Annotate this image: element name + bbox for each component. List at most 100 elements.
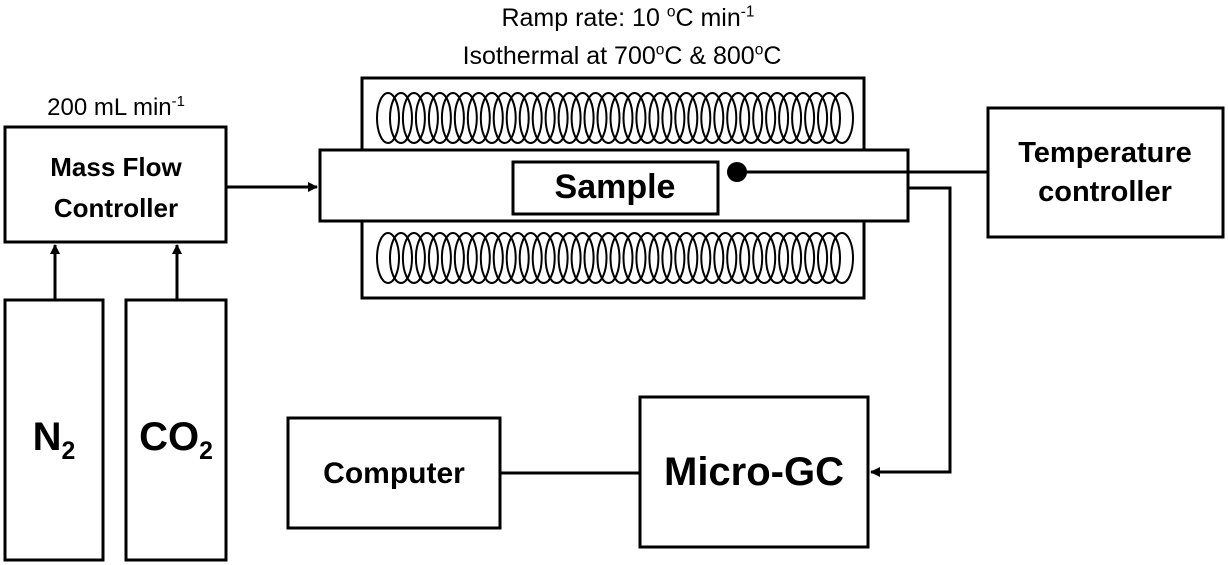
coil-loop bbox=[557, 92, 582, 144]
coil-loop bbox=[700, 232, 725, 284]
coil-loop bbox=[505, 92, 530, 144]
coil-loop bbox=[583, 92, 608, 144]
coil-loop bbox=[583, 232, 608, 284]
coil-loop bbox=[700, 92, 725, 144]
temperature-controller-label-line2: controller bbox=[1038, 176, 1172, 208]
coil-loop bbox=[440, 232, 465, 284]
coil-loop bbox=[427, 232, 452, 284]
coil-loop bbox=[557, 232, 582, 284]
coil-loop bbox=[791, 92, 816, 144]
heating-coil-top bbox=[376, 92, 854, 144]
coil-loop bbox=[648, 232, 673, 284]
coil-loop bbox=[570, 232, 595, 284]
coil-loop bbox=[466, 232, 491, 284]
temperature-controller-label-line1: Temperature bbox=[1018, 137, 1192, 169]
coil-loop bbox=[531, 232, 556, 284]
coil-loop bbox=[791, 232, 816, 284]
flow-rate-text: 200 mL min bbox=[47, 94, 172, 121]
n2-label-main: N bbox=[32, 415, 62, 459]
coil-loop bbox=[492, 232, 517, 284]
coil-loop bbox=[713, 232, 738, 284]
coil-loop bbox=[687, 92, 712, 144]
mass-flow-controller-label-line1: Mass Flow bbox=[50, 152, 182, 182]
coil-loop bbox=[817, 232, 841, 284]
coil-loop bbox=[453, 92, 478, 144]
heating-coil-bottom bbox=[376, 232, 854, 284]
coil-loop bbox=[440, 92, 465, 144]
coil-loop bbox=[752, 92, 777, 144]
coil-loop bbox=[830, 232, 854, 284]
coil-loop bbox=[401, 232, 426, 284]
coil-loop bbox=[401, 92, 426, 144]
coil-loop bbox=[622, 92, 647, 144]
coil-loop bbox=[479, 92, 504, 144]
coil-loop bbox=[505, 232, 530, 284]
coil-loop bbox=[648, 92, 673, 144]
coil-loop bbox=[376, 92, 400, 144]
coil-loop bbox=[830, 92, 854, 144]
isothermal-text-1: Isothermal at 700 bbox=[462, 42, 656, 70]
sample-label: Sample bbox=[554, 168, 676, 206]
coil-loop bbox=[453, 232, 478, 284]
coil-loop bbox=[531, 92, 556, 144]
coil-loop bbox=[414, 232, 439, 284]
coil-loop bbox=[804, 232, 829, 284]
coil-loop bbox=[713, 92, 738, 144]
coil-loop bbox=[726, 92, 751, 144]
coil-loop bbox=[635, 92, 660, 144]
n2-label-subscript: 2 bbox=[61, 438, 76, 465]
ramp-rate-text: Ramp rate: 10 bbox=[501, 4, 660, 32]
coil-loop bbox=[752, 232, 777, 284]
coil-loop bbox=[661, 232, 686, 284]
coil-loop bbox=[765, 232, 790, 284]
co2-cylinder-label: CO2 bbox=[139, 415, 213, 464]
coil-loop bbox=[765, 92, 790, 144]
coil-loop bbox=[389, 92, 413, 144]
coil-loop bbox=[687, 232, 712, 284]
mass-flow-controller-box bbox=[3, 125, 228, 244]
sample-box bbox=[511, 160, 720, 216]
coil-loop bbox=[739, 92, 764, 144]
ramp-rate-unit: C min bbox=[675, 4, 741, 32]
flow-rate-exponent: -1 bbox=[171, 94, 185, 110]
coil-loop bbox=[518, 92, 543, 144]
coil-loop bbox=[817, 92, 841, 144]
coil-loop bbox=[622, 232, 647, 284]
coil-loop bbox=[479, 232, 504, 284]
computer-label: Computer bbox=[323, 457, 465, 490]
temperature-controller-box bbox=[986, 106, 1225, 239]
mass-flow-controller-label-line2: Controller bbox=[53, 193, 179, 223]
coil-loop bbox=[596, 92, 621, 144]
coil-loop bbox=[739, 232, 764, 284]
co2-label-subscript: 2 bbox=[199, 438, 213, 465]
coil-loop bbox=[778, 92, 803, 144]
co2-label-main: CO bbox=[139, 415, 200, 459]
coil-loop bbox=[427, 92, 452, 144]
n2-cylinder-label: N2 bbox=[32, 415, 76, 464]
coil-loop bbox=[376, 232, 400, 284]
coil-loop bbox=[544, 92, 569, 144]
coil-loop bbox=[544, 232, 569, 284]
ramp-rate-degree: o bbox=[666, 3, 676, 21]
isothermal-text-2: C & 800 bbox=[664, 42, 755, 70]
coil-loop bbox=[674, 92, 699, 144]
coil-loop bbox=[466, 92, 491, 144]
coil-loop bbox=[570, 92, 595, 144]
coil-loop bbox=[661, 92, 686, 144]
isothermal-label: Isothermal at 700oC & 800oC bbox=[462, 41, 782, 70]
coil-loop bbox=[635, 232, 660, 284]
coil-loop bbox=[518, 232, 543, 284]
isothermal-degree-1: o bbox=[655, 41, 665, 59]
micro-gc-label: Micro-GC bbox=[664, 450, 844, 494]
ramp-rate-label: Ramp rate: 10 oC min-1 bbox=[501, 3, 754, 32]
flow-rate-label: 200 mL min-1 bbox=[47, 94, 185, 121]
reactor-outlet-to-micro-gc-arrow bbox=[870, 186, 952, 477]
coil-loop bbox=[609, 232, 634, 284]
isothermal-text-3: C bbox=[763, 42, 782, 70]
isothermal-degree-2: o bbox=[754, 41, 764, 59]
coil-loop bbox=[778, 232, 803, 284]
coil-loop bbox=[674, 232, 699, 284]
coil-loop bbox=[726, 232, 751, 284]
